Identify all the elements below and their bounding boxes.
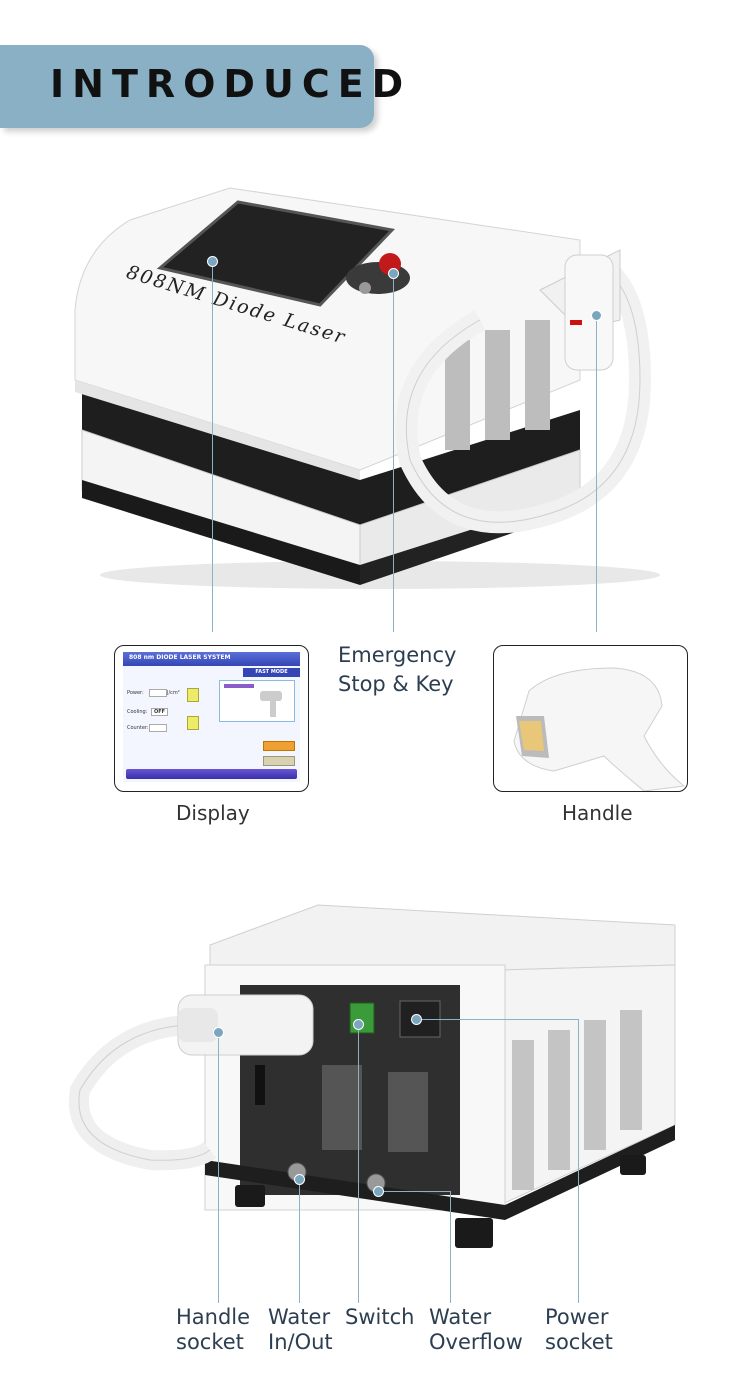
handle-marker-dot [591, 310, 602, 321]
switch-marker-dot [353, 1019, 364, 1030]
water-overflow-label-line2: Overflow [429, 1330, 523, 1354]
handle-socket-label-line2: socket [176, 1330, 244, 1354]
emergency-label-line2: Stop & Key [338, 672, 454, 696]
water-overflow-connector-line [450, 1191, 451, 1303]
emergency-label-line1: Emergency [338, 643, 457, 667]
stop-button[interactable] [263, 756, 295, 766]
power-up-button[interactable] [187, 688, 199, 702]
power-socket-marker-dot [411, 1014, 422, 1025]
display-title: 808 nm DIODE LASER SYSTEM [129, 654, 231, 661]
handpiece-grip [270, 699, 276, 717]
emergency-connector-line [393, 274, 394, 632]
power-socket-label-line1: Power [545, 1305, 609, 1329]
display-connector-line [212, 262, 213, 632]
display-marker-dot [207, 256, 218, 267]
display-inset: 808 nm DIODE LASER SYSTEM FAST MODE Powe… [114, 645, 309, 792]
preview-tag [224, 684, 254, 688]
handle-connector-line [596, 316, 597, 632]
page-title: INTRODUCED [50, 62, 412, 106]
cooling-value[interactable]: OFF [151, 708, 169, 716]
handle-inset [493, 645, 688, 792]
display-bottom-bar [126, 769, 297, 779]
cooling-label: Cooling: [127, 709, 148, 715]
machine-back-illustration [68, 904, 676, 1248]
water-inout-label-line2: In/Out [268, 1330, 333, 1354]
machine-front-illustration [74, 187, 660, 589]
switch-label: Switch [345, 1305, 415, 1329]
water-overflow-horizontal-line [379, 1191, 451, 1192]
handpiece-preview [219, 680, 295, 722]
water-overflow-marker-dot [373, 1186, 384, 1197]
water-inout-label-line1: Water [268, 1305, 331, 1329]
counter-field[interactable] [149, 724, 167, 732]
handpiece-thumb [260, 691, 282, 701]
start-button[interactable] [263, 741, 295, 751]
handle-closeup-image [513, 667, 686, 791]
water-inout-marker-dot [294, 1174, 305, 1185]
power-socket-horizontal-line [419, 1019, 579, 1020]
power-field[interactable] [149, 689, 167, 697]
display-title-bar [123, 652, 300, 666]
header-banner [0, 45, 374, 128]
power-down-button[interactable] [187, 716, 199, 730]
power-socket-label-line2: socket [545, 1330, 613, 1354]
power-unit: J/cm² [167, 690, 180, 696]
power-label: Power: [127, 690, 144, 696]
handle-socket-marker-dot [213, 1027, 224, 1038]
water-overflow-label-line1: Water [429, 1305, 492, 1329]
display-caption: Display [176, 801, 250, 825]
counter-label: Counter: [127, 725, 149, 731]
water-inout-connector-line [299, 1180, 300, 1303]
handle-caption: Handle [562, 801, 633, 825]
switch-connector-line [358, 1025, 359, 1303]
emergency-marker-dot [388, 268, 399, 279]
display-mode-badge: FAST MODE [243, 668, 300, 677]
display-screen: 808 nm DIODE LASER SYSTEM FAST MODE Powe… [123, 652, 300, 782]
handle-socket-label-line1: Handle [176, 1305, 251, 1329]
handle-socket-connector-line [218, 1033, 219, 1303]
power-socket-connector-line [578, 1019, 579, 1303]
